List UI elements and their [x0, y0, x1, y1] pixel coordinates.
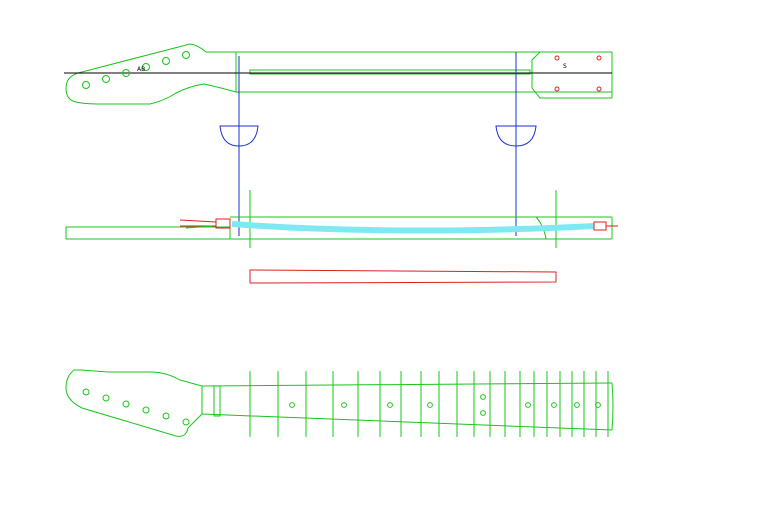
truss-rod-nut-end [215, 218, 231, 229]
fretboard-edge-upper [201, 382, 613, 387]
fret-marker-dot [551, 402, 557, 408]
fret-marker-dot [341, 402, 347, 408]
fret-marker-dot [525, 402, 531, 408]
fret-markers [289, 394, 601, 416]
tuner-hole [102, 75, 110, 83]
tuner-hole [142, 406, 150, 414]
nut [213, 385, 221, 417]
tuner-hole [162, 412, 170, 420]
mount-screw-hole [596, 86, 602, 92]
tuner-hole [182, 51, 190, 59]
tuner-hole [122, 69, 130, 77]
tiny-label: S [563, 63, 567, 70]
truss-rod-heel-end [593, 221, 607, 231]
mount-screw-hole [596, 55, 602, 61]
tuner-hole [82, 81, 90, 89]
headstock-side-outline [65, 226, 231, 240]
neck-profile-section-right [495, 125, 537, 147]
fret-marker-dot [595, 402, 601, 408]
adjuster-line [179, 219, 217, 223]
tuner-hole [122, 400, 130, 408]
tuner-hole [82, 388, 90, 396]
fret-marker-dot [574, 402, 580, 408]
neck-profile-section-left [219, 125, 259, 147]
adjuster-line [185, 225, 213, 229]
fretboard-view [65, 369, 614, 437]
heel-plate-outline [531, 51, 612, 99]
truss-rod-slot [249, 69, 531, 75]
tuner-hole [142, 63, 150, 71]
fret-lines [249, 371, 609, 437]
tuner-hole [182, 418, 190, 426]
fret-marker-dot [289, 402, 295, 408]
fretboard-edge-lower [201, 413, 613, 431]
fret-marker-dot [480, 394, 486, 400]
section-markers [219, 52, 537, 236]
tuner-hole [162, 57, 170, 65]
fretboard-heel-end [611, 382, 614, 431]
fret-marker-dot [427, 402, 433, 408]
headstock-outline-top [65, 43, 237, 105]
fret-marker-dot [387, 402, 393, 408]
headstock-outline-bottom [65, 369, 203, 437]
tuner-hole [102, 394, 110, 402]
tiny-label: AB [137, 66, 145, 73]
neck-top-view: AB S [64, 43, 613, 105]
mount-screw-hole [554, 86, 560, 92]
mount-screw-hole [554, 55, 560, 61]
fingerboard-blank [249, 269, 557, 284]
truss-rod-channel [231, 221, 595, 234]
fret-marker-dot [480, 410, 486, 416]
neck-side-view [65, 190, 618, 248]
